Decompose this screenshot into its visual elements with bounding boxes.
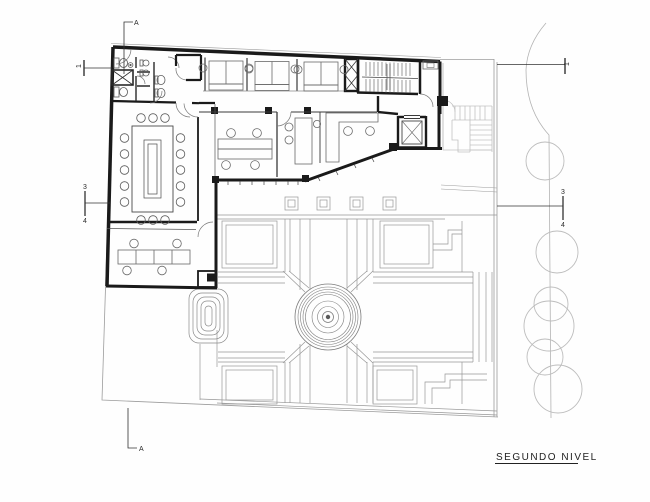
workstation-cluster: [198, 60, 254, 91]
paving-block-nw: [221, 220, 278, 269]
toilet-icon: [113, 86, 120, 98]
exterior-stair: [442, 99, 493, 153]
elevator: [396, 115, 428, 149]
window-mullions: [227, 157, 375, 185]
section-marker-4-right-label: 4: [561, 222, 565, 229]
chair-icon: [284, 135, 294, 145]
elevator-cab: [401, 120, 423, 145]
tree-icon: [523, 300, 575, 352]
sink-icon: [154, 75, 159, 85]
sink-icon: [139, 69, 144, 77]
plan-title: SEGUNDO NIVEL: [495, 452, 598, 464]
chair-icon: [252, 128, 262, 138]
tree-icon: [535, 230, 579, 274]
building-walls: [105, 45, 442, 290]
chair-icon: [221, 160, 231, 170]
walkway-vertical: [284, 219, 374, 403]
section-marker-3-left-label: 3: [83, 184, 87, 191]
section-marker-1-left-label: 1: [76, 64, 83, 68]
chair-icon: [226, 128, 236, 138]
duct-shaft: [111, 69, 134, 86]
sink-icon: [139, 59, 144, 67]
conference-room: [119, 102, 199, 225]
chair-icon: [244, 64, 254, 74]
tree-icon: [526, 338, 564, 376]
chair-icon: [284, 122, 294, 132]
chair-icon: [122, 265, 132, 276]
street-curb-line: [525, 22, 552, 419]
wall-pilaster: [437, 96, 448, 106]
tree-icon: [533, 286, 569, 322]
sink-icon: [154, 88, 159, 98]
workstations-top: [198, 60, 349, 92]
street-trees: [523, 141, 583, 414]
section-markers: A A 1 1 3 4 3 4: [76, 20, 571, 453]
toilet-icon: [113, 57, 120, 69]
tree-icon: [533, 364, 583, 414]
paving-block-sw: [221, 365, 278, 405]
floor-drain-icon: [127, 62, 134, 68]
restroom-doors: [115, 48, 180, 104]
chair-icon: [343, 126, 353, 136]
section-marker-a-top-label: A: [134, 20, 139, 27]
columns: [211, 107, 397, 183]
chair-icon: [339, 65, 349, 74]
duct-x-brace: [111, 69, 134, 86]
stair-treads: [365, 62, 411, 93]
service-shaft: [197, 270, 217, 288]
section-marker-1-right-label: 1: [564, 62, 571, 66]
section-marker-a-bottom: [127, 408, 137, 449]
central-fountain: [294, 283, 362, 351]
section-marker-34-left: [84, 191, 110, 216]
store-room: [174, 53, 203, 82]
elevator-lobby: [376, 60, 448, 116]
reception-office: [117, 221, 217, 288]
section-marker-4-left-label: 4: [83, 218, 87, 225]
section-marker-3-right-label: 3: [561, 189, 565, 196]
corner-fountain: [188, 288, 229, 344]
terrace-planters: [284, 196, 397, 211]
chair-icon: [198, 63, 208, 73]
walkway-horizontal: [218, 271, 493, 363]
chair-icon: [365, 126, 375, 136]
shaft-x-braced: [343, 57, 360, 93]
chair-icon: [172, 238, 182, 249]
tree-icon: [525, 141, 565, 181]
section-marker-34-right: [497, 196, 564, 220]
chair-icon: [293, 65, 303, 74]
chair-icon: [290, 64, 300, 74]
workstation-cluster: [244, 61, 300, 91]
plan-title-text: SEGUNDO NIVEL: [496, 452, 598, 463]
conference-table: [131, 125, 174, 213]
chair-icon: [157, 265, 167, 276]
chair-icon: [250, 160, 260, 170]
restrooms: [111, 48, 180, 104]
section-marker-a-bottom-label: A: [139, 446, 144, 453]
kitchenette-counter: [422, 60, 439, 70]
courtyard: [199, 196, 498, 416]
paving-block-ne: [379, 220, 463, 272]
section-marker-a-top: [123, 21, 133, 74]
section-marker-1-right: [497, 58, 566, 74]
conference-chairs: [119, 113, 186, 225]
section-marker-1-left: [83, 60, 112, 76]
fountain-center-dot: [325, 314, 331, 320]
paving-block-se: [372, 362, 487, 405]
private-offices: [284, 112, 379, 165]
chair-icon: [129, 238, 139, 249]
stair-core: [356, 60, 434, 108]
fountain-chamfers: [282, 270, 374, 364]
chair-icon: [312, 120, 321, 129]
workstation-cluster: [293, 61, 349, 92]
open-office: [199, 104, 377, 177]
